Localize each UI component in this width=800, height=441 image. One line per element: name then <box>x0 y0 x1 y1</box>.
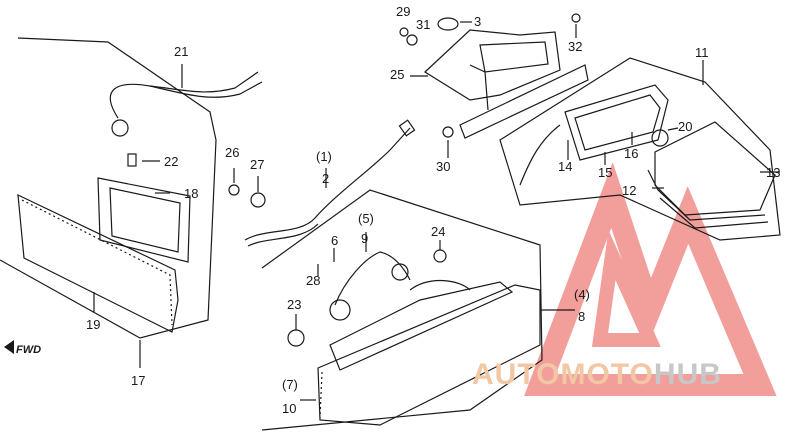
washer-27 <box>250 192 266 208</box>
part-label-9: 9 <box>361 231 369 246</box>
forward-direction-label: FWD <box>16 344 42 356</box>
screw-12 <box>647 169 659 191</box>
part-label-14: 14 <box>558 159 573 174</box>
wire-2 <box>244 127 411 241</box>
side-lens-10 <box>317 284 541 426</box>
part-label-23: 23 <box>287 297 302 312</box>
part-label-17: 17 <box>131 373 146 388</box>
part-label-10: 10 <box>282 401 297 416</box>
bolt-30 <box>442 126 454 138</box>
watermark-text-secondary: HUB <box>653 358 722 391</box>
front-lens-19 <box>17 194 179 333</box>
bulb-24 <box>433 249 447 263</box>
bulb-23 <box>287 329 305 347</box>
part-label-12: 12 <box>622 183 637 198</box>
part-label-22: 22 <box>164 154 179 169</box>
part-label-27: 27 <box>250 157 265 172</box>
forward-arrow-icon <box>4 340 14 354</box>
part-label-6: 6 <box>331 233 339 248</box>
plate-30 <box>459 64 589 139</box>
part-label-20: 20 <box>678 119 693 134</box>
housing-18 <box>97 177 191 263</box>
screw-32 <box>571 13 581 23</box>
housing-8 <box>329 281 514 371</box>
part-label-30: 30 <box>436 159 451 174</box>
bracket-25 <box>424 29 561 101</box>
part-label-1: (1) <box>316 149 332 164</box>
part-label-32: 32 <box>568 39 583 54</box>
bolt-26 <box>228 184 240 196</box>
watermark-text: AUTOMOTOHUB <box>472 358 722 392</box>
part-label-29: 29 <box>396 4 411 19</box>
part-label-16: 16 <box>624 146 639 161</box>
part-label-21: 21 <box>174 44 189 59</box>
part-label-5: (5) <box>358 211 374 226</box>
part-label-26: 26 <box>225 145 240 160</box>
nut-29 <box>399 27 409 37</box>
bulb-20 <box>651 129 669 147</box>
part-label-8: 8 <box>578 309 586 324</box>
part-label-3: 3 <box>474 14 482 29</box>
part-label-7: (7) <box>282 377 298 392</box>
group-outline-central <box>261 189 543 431</box>
part-label-19: 19 <box>86 317 101 332</box>
grommet-3 <box>437 17 459 31</box>
nut-31 <box>406 34 418 46</box>
part-label-24: 24 <box>431 224 446 239</box>
part-label-18: 18 <box>184 186 199 201</box>
part-label-25: 25 <box>390 67 405 82</box>
part-label-13: 13 <box>766 165 781 180</box>
watermark-text-primary: AUTOMOTO <box>472 358 654 391</box>
group-outline-17 <box>0 37 217 339</box>
part-label-4: (4) <box>574 287 590 302</box>
part-label-11: 11 <box>695 45 709 60</box>
watermark-logo <box>524 162 777 396</box>
part-label-15: 15 <box>598 165 613 180</box>
group-outline-11 <box>499 57 781 241</box>
part-label-28: 28 <box>306 273 321 288</box>
socket-9 <box>334 251 411 306</box>
part-label-2: 2 <box>322 171 330 186</box>
part-label-31: 31 <box>416 17 431 32</box>
housing-15 <box>564 84 669 161</box>
